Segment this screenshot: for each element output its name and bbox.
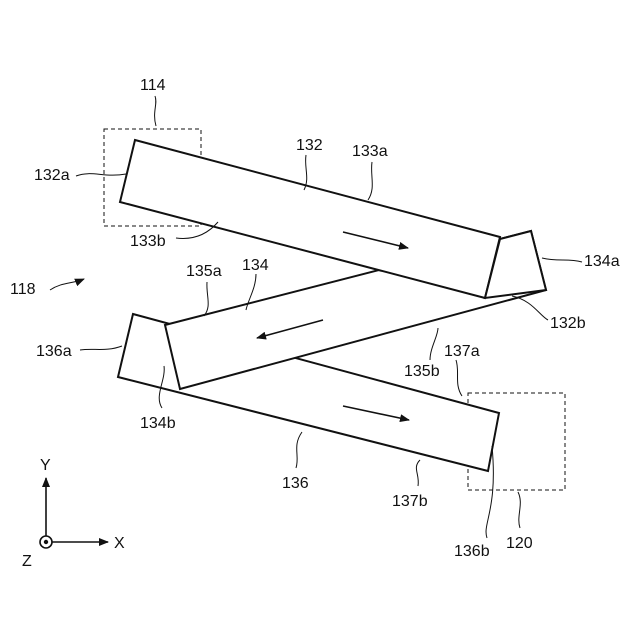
label-132: 132	[296, 137, 323, 154]
leader-135a	[204, 282, 208, 316]
leader-137b	[416, 460, 420, 486]
leader-135b	[430, 328, 438, 360]
label-134a: 134a	[584, 253, 620, 270]
leader-136	[296, 432, 302, 468]
label-137a: 137a	[444, 343, 480, 360]
leader-114	[155, 96, 156, 126]
leader-132b	[512, 296, 548, 320]
label-133b: 133b	[130, 233, 166, 250]
label-118: 118	[10, 281, 36, 298]
label-136: 136	[282, 475, 309, 492]
label-137b: 137b	[392, 493, 428, 510]
label-132a: 132a	[34, 167, 70, 184]
leader-118	[50, 279, 84, 290]
label-134: 134	[242, 257, 269, 274]
leader-133a	[368, 162, 372, 200]
label-114: 114	[140, 77, 166, 94]
label-135a: 135a	[186, 263, 222, 280]
leader-137a	[456, 360, 462, 396]
label-135b: 135b	[404, 363, 440, 380]
plate-132	[120, 140, 500, 298]
label-132b: 132b	[550, 315, 586, 332]
label-136a: 136a	[36, 343, 72, 360]
axis-label-z: Z	[22, 553, 32, 570]
axis-label-x: X	[114, 535, 125, 552]
leader-132a	[76, 174, 126, 176]
leader-136a	[80, 346, 122, 350]
label-136b: 136b	[454, 543, 490, 560]
label-120: 120	[506, 535, 533, 552]
label-134b: 134b	[140, 415, 176, 432]
leader-134a	[542, 258, 582, 262]
z-axis-dot	[44, 540, 48, 544]
leader-120	[518, 492, 520, 528]
label-133a: 133a	[352, 143, 388, 160]
axis-label-y: Y	[40, 457, 51, 474]
